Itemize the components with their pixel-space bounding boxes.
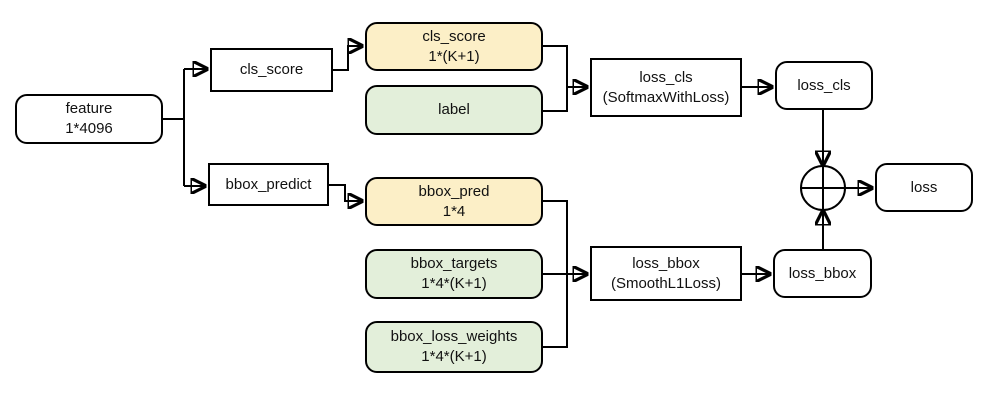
- node-cls-score-layer: cls_score: [210, 48, 333, 92]
- node-bbox-loss-weights-blob: bbox_loss_weights 1*4*(K+1): [365, 321, 543, 373]
- node-loss-cls-layer-type: (SoftmaxWithLoss): [602, 88, 730, 106]
- node-cls-score-blob-name: cls_score: [422, 27, 486, 45]
- node-loss-cls-layer: loss_cls (SoftmaxWithLoss): [590, 58, 742, 117]
- node-bbox-loss-weights-blob-name: bbox_loss_weights: [390, 328, 518, 345]
- node-bbox-targets-blob-shape: 1*4*(K+1): [421, 275, 487, 292]
- node-bbox-pred-blob-name: bbox_pred: [418, 182, 490, 200]
- node-bbox-pred-blob-shape: 1*4: [442, 202, 466, 220]
- sum-junction-icon: [800, 165, 871, 211]
- node-bbox-targets-blob: bbox_targets 1*4*(K+1): [365, 249, 543, 299]
- node-cls-score-layer-label: cls_score: [239, 61, 304, 78]
- node-loss-cls-blob-label: loss_cls: [797, 76, 851, 94]
- node-bbox-loss-weights-blob-shape: 1*4*(K+1): [421, 348, 487, 365]
- node-label-blob-label: label: [438, 101, 470, 118]
- node-feature: feature 1*4096: [15, 94, 163, 144]
- node-loss-bbox-layer-name: loss_bbox: [632, 254, 700, 272]
- node-bbox-pred-blob: bbox_pred 1*4: [365, 177, 543, 226]
- node-cls-score-blob-shape: 1*(K+1): [428, 47, 480, 65]
- node-loss-bbox-blob: loss_bbox: [773, 249, 872, 298]
- node-loss-cls-blob: loss_cls: [775, 61, 873, 110]
- node-loss-cls-layer-name: loss_cls: [639, 68, 693, 86]
- node-loss-blob: loss: [875, 163, 973, 212]
- edge-cls-collector: [543, 45, 568, 112]
- node-bbox-predict-layer: bbox_predict: [208, 163, 329, 206]
- node-loss-blob-label: loss: [910, 178, 938, 196]
- node-label-blob: label: [365, 85, 543, 135]
- edge-bbox-predict-to-blob: [329, 184, 361, 201]
- edge-cls-score-to-blob: [333, 46, 361, 71]
- node-bbox-targets-blob-name: bbox_targets: [410, 255, 498, 272]
- node-feature-shape: 1*4096: [65, 120, 113, 137]
- node-feature-name: feature: [65, 100, 113, 117]
- node-cls-score-blob: cls_score 1*(K+1): [365, 22, 543, 71]
- node-bbox-predict-layer-label: bbox_predict: [225, 175, 312, 193]
- node-loss-bbox-blob-label: loss_bbox: [788, 264, 857, 282]
- node-loss-bbox-layer: loss_bbox (SmoothL1Loss): [590, 246, 742, 301]
- node-loss-bbox-layer-type: (SmoothL1Loss): [610, 274, 722, 292]
